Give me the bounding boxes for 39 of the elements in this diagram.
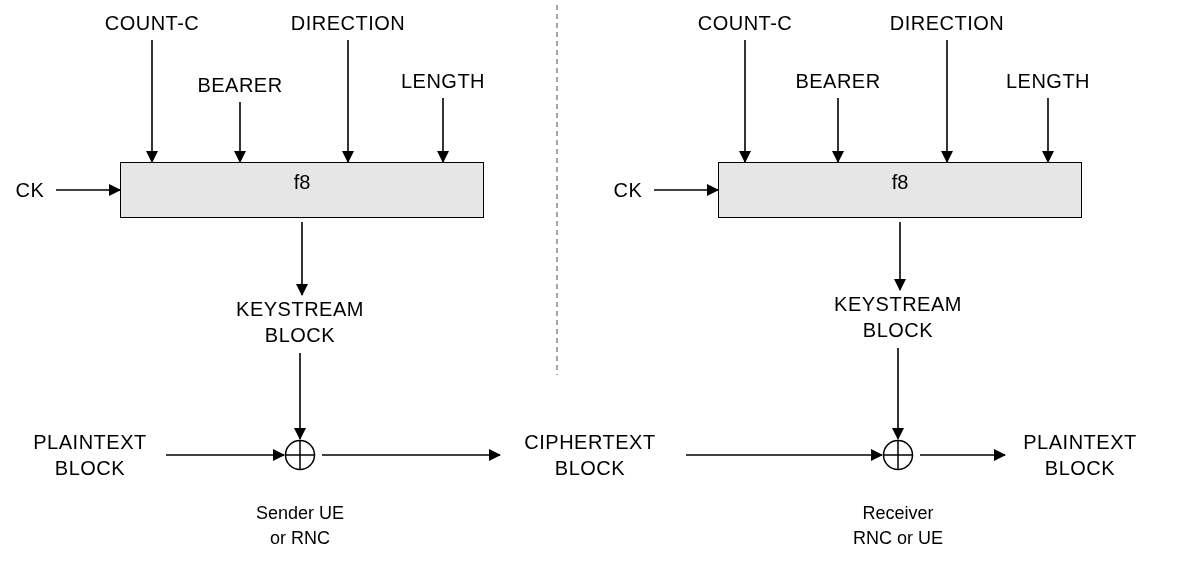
signal-label: PLAINTEXT BLOCK bbox=[1005, 428, 1155, 482]
arrow bbox=[437, 97, 449, 163]
signal-label: KEYSTREAM BLOCK bbox=[808, 290, 988, 344]
signal-label: CIPHERTEXT BLOCK bbox=[500, 428, 680, 482]
node-caption: Receiver RNC or UE bbox=[852, 502, 944, 550]
arrow bbox=[342, 39, 354, 163]
signal-label: BEARER bbox=[190, 72, 290, 98]
arrow bbox=[146, 39, 158, 163]
xor-symbol bbox=[284, 439, 316, 471]
arrow bbox=[892, 347, 904, 440]
arrow bbox=[739, 39, 751, 163]
signal-label: LENGTH bbox=[395, 68, 491, 94]
arrow bbox=[165, 449, 285, 461]
arrow bbox=[941, 39, 953, 163]
signal-label: CK bbox=[10, 177, 50, 203]
arrow bbox=[55, 184, 121, 196]
arrow bbox=[685, 449, 883, 461]
arrow bbox=[296, 221, 308, 296]
arrow bbox=[294, 352, 306, 440]
xor-symbol bbox=[882, 439, 914, 471]
arrow bbox=[321, 449, 501, 461]
signal-label: KEYSTREAM BLOCK bbox=[210, 295, 390, 349]
function-box: f8 bbox=[718, 162, 1082, 218]
arrow bbox=[234, 101, 246, 163]
arrow bbox=[919, 449, 1006, 461]
function-box: f8 bbox=[120, 162, 484, 218]
signal-label: LENGTH bbox=[1000, 68, 1096, 94]
signal-label: DIRECTION bbox=[283, 10, 413, 36]
signal-label: DIRECTION bbox=[882, 10, 1012, 36]
node-caption: Sender UE or RNC bbox=[254, 502, 346, 550]
arrow bbox=[653, 184, 719, 196]
signal-label: BEARER bbox=[788, 68, 888, 94]
arrow bbox=[832, 97, 844, 163]
arrow bbox=[894, 221, 906, 291]
signal-label: CK bbox=[608, 177, 648, 203]
arrow bbox=[1042, 97, 1054, 163]
signal-label: COUNT-C bbox=[87, 10, 217, 36]
signal-label: PLAINTEXT BLOCK bbox=[20, 428, 160, 482]
signal-label: COUNT-C bbox=[680, 10, 810, 36]
